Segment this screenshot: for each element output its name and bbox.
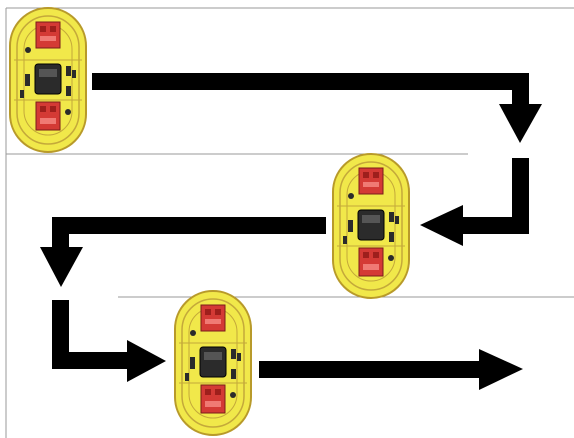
robot-position-2 (332, 153, 410, 299)
robot-position-1 (9, 7, 87, 153)
robot-position-3 (174, 290, 252, 436)
path-arrow-1 (92, 73, 542, 143)
path-arrow-2 (420, 158, 529, 246)
path-arrow-5 (259, 349, 523, 390)
path-arrow-4 (52, 300, 166, 382)
path-arrow-3 (40, 217, 326, 287)
